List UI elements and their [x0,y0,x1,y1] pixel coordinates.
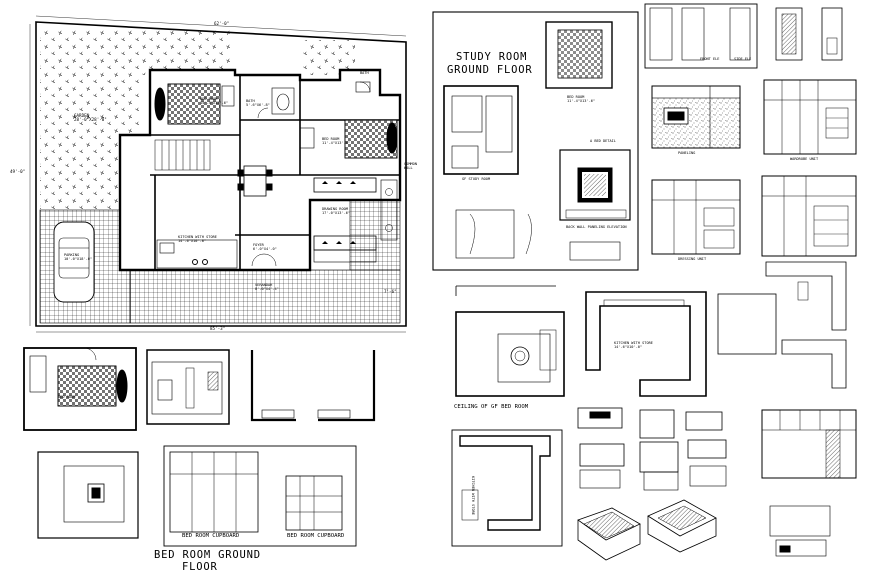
furniture-details [577,407,727,561]
plan-dim-top: 62'-0" [214,21,230,26]
side-elev-caption: SIDE ELE [734,57,752,61]
bed-room-2-label: BED ROOM 11'-4"X13'-6" [322,137,351,145]
door-elevations [644,3,843,69]
wardrobe-unit [763,79,857,155]
study-room-title: STUDY ROOM [456,51,528,63]
paneling-caption: PANELING [678,151,696,155]
ground-floor-plan [29,15,407,333]
bed-room-detail-plan [23,347,137,431]
paneling-elevation [651,85,741,149]
study-room-sheet [432,11,639,271]
cupboard-elevations [163,445,357,547]
bed-room-gf-title-1: BED ROOM GROUND [154,549,261,561]
bed-room-small-label: BED ROOM 11'-4"X13'-6" [567,95,596,103]
bath-1-label: BATH 5'-6"X6'-8" [246,99,270,107]
cupboard-caption-1: BED ROOM CUPBOARD [182,533,240,539]
bed-room-gf-title-2: FLOOR [182,561,218,573]
kitchen-counter-plan [717,261,847,389]
back-wall-caption: BACK WALL PANELING ELEVATION [566,225,627,229]
dressing-unit [651,175,857,257]
verandah-label: VERANDAH 8'-0"X4'-4" [255,283,279,291]
kitchen-store-label: KITCHEN WITH STORE 14'-6"X10'-0" [614,341,653,349]
garden-label: GARDEN 28'-0"X28'-0" [74,113,107,123]
foyer-label: FOYER 6'-0"X4'-0" [253,243,277,251]
bed-room-1-label: BED ROOM 15'-4"X12'-6" [200,97,229,105]
front-elev-caption: FRONT ELE [700,57,720,61]
kitchen-plan-1 [585,291,707,397]
ceiling-of-bed-room [455,285,565,397]
drawing-room-label: DRAWING ROOM 17'-0"X13'-6" [322,207,351,215]
dressing-caption: DRESSING UNIT [678,257,707,261]
plan-dim-bottom: 85'-3" [210,326,226,331]
bathroom-plan [146,349,230,425]
side-elevation-right [761,409,857,557]
study-caption: GF STUDY ROOM [462,177,491,181]
bath-2-label: BATH [360,71,369,75]
kitchen-label: KITCHEN WITH STORE 14'-6"X10'-0" [178,235,217,243]
plan-dim-left: 49'-0" [10,169,26,174]
wall-elevation [250,350,376,422]
wardrobe-caption: WARDROBE UNIT [790,157,819,161]
parking-label: PARKING 10'-0"X18'-0" [64,253,93,261]
car-icon [53,221,95,303]
ground-floor-title: GROUND FLOOR [447,64,533,76]
kitchen-vertical-label: KITCHEN WITH STORE [471,476,475,515]
cupboard-caption-2: BED ROOM CUPBOARD [287,533,345,539]
bed-room-plan-label: BED ROOM [58,395,76,399]
kitchen-plan-2 [451,429,563,547]
ceiling-plan-small [37,451,139,539]
plan-dim-right: 7'-6" [384,289,397,294]
bed-detail-caption: A BED DETAIL [590,139,616,143]
ceiling-caption: CEILING OF GF BED ROOM [454,404,529,410]
common-wall-label: COMMON WALL [404,162,417,170]
